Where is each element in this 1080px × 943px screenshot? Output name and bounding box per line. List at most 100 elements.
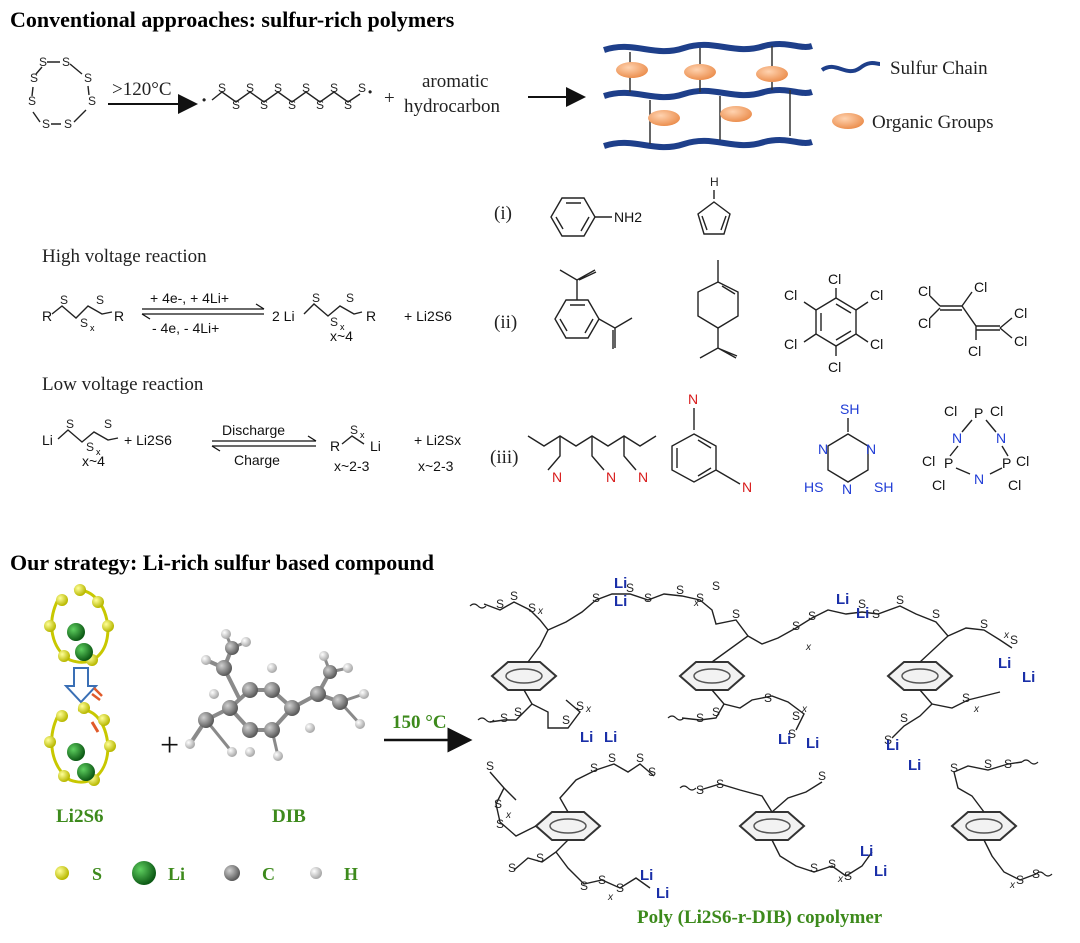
pyrrole-h: H [710,175,719,189]
condition-150: 150 °C [392,712,447,733]
cl-b1: Cl [918,283,931,299]
svg-text:S: S [810,861,818,875]
dib-ball-stick-model [185,629,369,778]
svg-text:S: S [500,711,508,725]
low-byproduct-x: x~2-3 [418,458,454,474]
svg-text:S: S [60,293,68,307]
svg-text:x: x [1003,630,1010,641]
svg-text:S: S [86,440,94,454]
nh2-label: NH2 [614,209,642,225]
condition-arrow-120: >120°C [108,79,198,114]
svg-text:S: S [858,597,866,611]
svg-text:S: S [274,81,282,95]
svg-text:S: S [980,617,988,631]
svg-text:S: S [900,711,908,725]
phosphazene-structure: P P P N N N Cl Cl Cl Cl Cl Cl [922,403,1029,493]
cl-b4: Cl [968,343,981,359]
low-plus-li2s6: + Li2S6 [124,432,172,448]
conventional-title: Conventional approaches: sulfur-rich pol… [10,7,455,32]
cl-2: Cl [870,287,883,303]
svg-text:Li: Li [886,737,899,754]
svg-text:S: S [950,761,958,775]
svg-text:Li: Li [874,863,887,880]
legend-h: H [344,864,358,884]
svg-text:Li: Li [604,729,617,746]
svg-text:S: S [358,81,366,95]
svg-text:S: S [346,291,354,305]
class-iii-label: (iii) [490,447,519,468]
benzene-ring [534,811,602,841]
svg-text:R: R [330,438,340,454]
low-byproduct: + Li2Sx [414,432,461,448]
svg-text:S: S [636,751,644,765]
svg-text:S: S [1004,757,1012,771]
atom-legend: S Li C H [55,861,358,885]
svg-text:x: x [537,606,544,617]
cl-3: Cl [870,336,883,352]
svg-text:S: S [486,759,494,773]
hs-left: HS [804,479,823,495]
svg-text:S: S [828,857,836,871]
svg-text:S: S [712,705,720,719]
svg-text:R: R [366,308,376,324]
svg-text:S: S [932,607,940,621]
svg-text:x: x [505,810,512,821]
hydrocarbon-label: hydrocarbon [404,96,501,117]
svg-text:S: S [716,777,724,791]
svg-text:x: x [693,598,700,609]
high-product: 2 Li [272,308,295,324]
pcl-4: Cl [932,477,945,493]
low-product-x: x~2-3 [334,458,370,474]
limonene-structure [697,260,739,359]
svg-text:S: S [496,597,504,611]
svg-text:Li: Li [856,605,869,622]
svg-text:S: S [984,757,992,771]
legend-c: C [262,864,275,884]
svg-text:Li: Li [656,885,669,902]
svg-text:x: x [585,704,592,715]
strategy-title: Our strategy: Li-rich sulfur based compo… [10,550,434,575]
dib-skeletal-structure [554,269,633,349]
svg-text:S: S [696,591,704,605]
n-1: N [552,469,562,485]
svg-text:x: x [805,642,812,653]
sulfur-radical-chain: • SS SS SS SS SS S • [202,81,372,112]
svg-text:S: S [218,81,226,95]
svg-text:S: S [598,873,606,887]
svg-text:S: S [302,81,310,95]
svg-text:S: S [528,601,536,615]
cl-b2: Cl [918,315,931,331]
svg-text:S: S [580,879,588,893]
n-2: N [606,469,616,485]
tn-3: N [842,481,852,497]
svg-text:S: S [644,591,652,605]
svg-text:Li: Li [42,432,53,448]
svg-text:Li: Li [640,867,653,884]
svg-text:Li: Li [860,843,873,860]
svg-text:•: • [368,85,372,99]
svg-text:•: • [202,93,206,107]
legend-li-ball [132,861,156,885]
svg-text:S: S [312,291,320,305]
pn-3: N [974,471,984,487]
svg-text:Li: Li [614,593,627,610]
svg-text:S: S [62,55,70,69]
cl-1: Cl [828,271,841,287]
dib-label: DIB [272,806,306,827]
pcl-1: Cl [944,403,957,419]
pcl-5: Cl [1016,453,1029,469]
svg-text:S: S [590,761,598,775]
svg-text:x: x [1009,880,1016,891]
svg-text:S: S [514,705,522,719]
organic-group-swatch [832,113,864,129]
svg-text:S: S [30,71,38,85]
n-right: N [742,479,752,495]
li2s6-label: Li2S6 [56,806,104,827]
legend-li: Li [168,864,185,884]
svg-text:x: x [96,447,101,457]
cl-5: Cl [784,336,797,352]
p-1: P [974,405,983,421]
cl-b3: Cl [974,279,987,295]
class-ii-label: (ii) [494,312,517,333]
cl-4: Cl [828,359,841,375]
